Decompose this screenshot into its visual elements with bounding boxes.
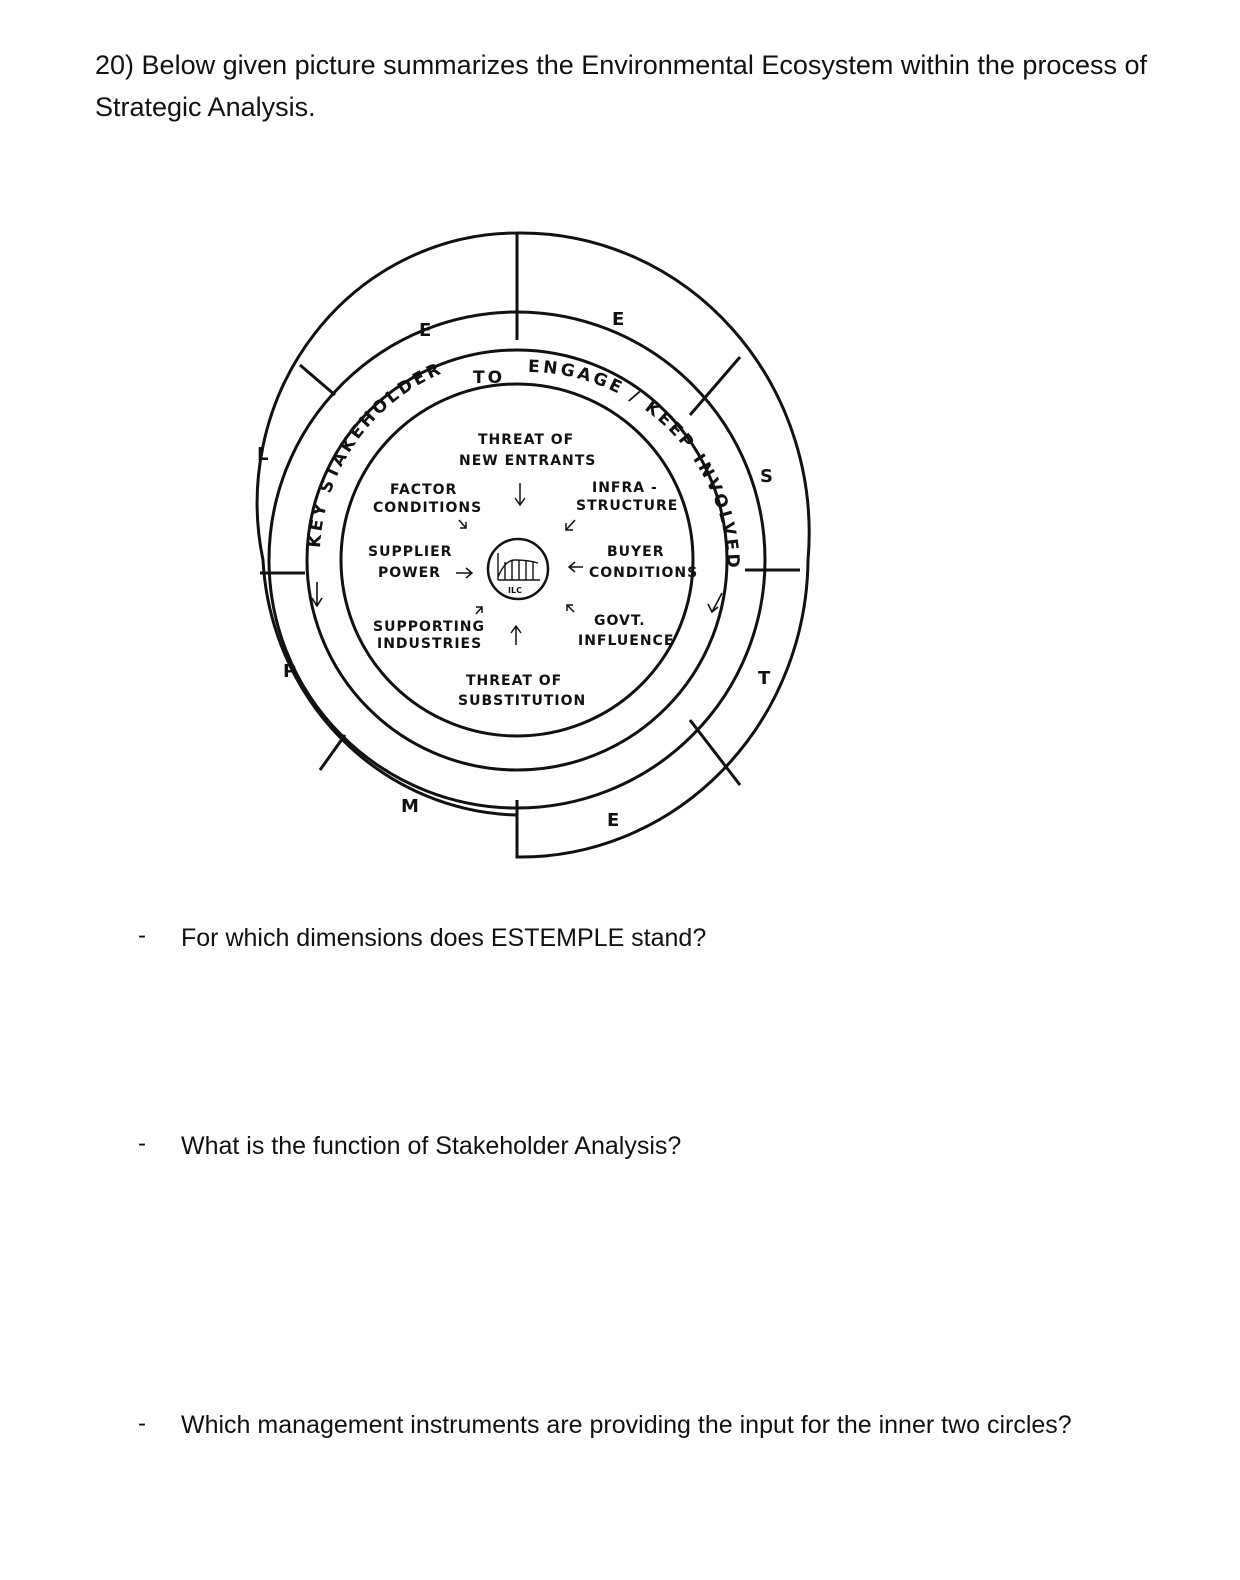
estemple-letters: E S T E M P L E bbox=[257, 309, 773, 831]
segment-letter-e-top-left: E bbox=[419, 320, 431, 341]
outer-ring-shell bbox=[255, 231, 811, 859]
bullet-2: - bbox=[138, 1130, 146, 1157]
bullet-1: - bbox=[138, 922, 146, 949]
segment-letter-e-top-right: E bbox=[612, 309, 624, 330]
label-threat-of-new-entrants-2: NEW ENTRANTS bbox=[459, 453, 596, 469]
label-infrastructure-2: STRUCTURE bbox=[576, 498, 678, 514]
label-supporting-industries-2: INDUSTRIES bbox=[377, 636, 482, 652]
segment-letter-p: P bbox=[283, 661, 296, 682]
label-supplier-power-1: SUPPLIER bbox=[368, 544, 452, 560]
question-title: 20) Below given picture summarizes the E… bbox=[95, 44, 1175, 128]
ilc-label: ILC bbox=[508, 586, 522, 595]
label-threat-of-substitution-1: THREAT OF bbox=[466, 673, 562, 689]
label-infrastructure-1: INFRA - bbox=[592, 480, 658, 496]
sub-question-3: Which management instruments are providi… bbox=[181, 1411, 1072, 1439]
label-threat-of-substitution-2: SUBSTITUTION bbox=[458, 693, 586, 709]
label-factor-conditions-2: CONDITIONS bbox=[373, 500, 482, 516]
label-supplier-power-2: POWER bbox=[378, 565, 441, 581]
environmental-ecosystem-diagram: E S T E M P L E KEY STAKEHOLDERS TO ENGA… bbox=[0, 0, 811, 859]
label-supporting-industries-1: SUPPORTING bbox=[373, 619, 485, 635]
segment-letter-l: L bbox=[257, 444, 268, 465]
sub-question-2: What is the function of Stakeholder Anal… bbox=[181, 1132, 682, 1160]
bullet-3: - bbox=[138, 1410, 146, 1437]
segment-letter-t: T bbox=[758, 668, 771, 689]
question-number: 20) bbox=[95, 50, 135, 80]
ring-text-to: TO bbox=[473, 368, 505, 388]
force-arrows bbox=[456, 483, 583, 645]
question-text: Below given picture summarizes the Envir… bbox=[95, 50, 1147, 122]
label-buyer-conditions-2: CONDITIONS bbox=[589, 565, 698, 581]
label-factor-conditions-1: FACTOR bbox=[390, 482, 457, 498]
label-threat-of-new-entrants-1: THREAT OF bbox=[478, 432, 574, 448]
label-govt-influence-1: GOVT. bbox=[594, 613, 646, 629]
segment-letter-e-bottom: E bbox=[607, 810, 619, 831]
segment-letter-s: S bbox=[760, 466, 773, 487]
ring-arrows bbox=[311, 582, 723, 614]
sub-question-1: For which dimensions does ESTEMPLE stand… bbox=[181, 924, 707, 952]
label-buyer-conditions-1: BUYER bbox=[607, 544, 665, 560]
segment-letter-m: M bbox=[401, 796, 419, 817]
label-govt-influence-2: INFLUENCE bbox=[578, 633, 674, 649]
inner-circle-labels: THREAT OF NEW ENTRANTS FACTOR CONDITIONS… bbox=[368, 432, 698, 709]
ilc-centre-chart: ILC bbox=[486, 537, 550, 601]
